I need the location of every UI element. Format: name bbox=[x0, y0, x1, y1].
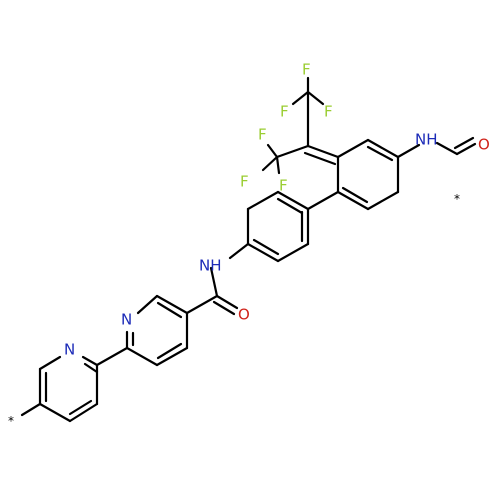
amide-nh-label: NH bbox=[199, 257, 222, 275]
fluorine-atom-label: F bbox=[279, 177, 288, 195]
fluorine-atom-label: F bbox=[258, 126, 267, 144]
pyridine-nitrogen-label: N bbox=[64, 341, 75, 359]
bond-skeleton bbox=[20, 76, 477, 423]
fluorine-atom-label: F bbox=[324, 103, 333, 121]
attachment-point-label: * bbox=[8, 414, 14, 428]
pyridine-nitrogen-label: N bbox=[121, 311, 132, 329]
fluorine-atom-label: F bbox=[280, 103, 289, 121]
attachment-point-label: * bbox=[454, 192, 460, 206]
oxygen-atom-label: O bbox=[478, 136, 490, 154]
amide-nh-label: NH bbox=[415, 131, 438, 149]
fluorine-atom-label: F bbox=[302, 61, 311, 79]
fluorine-atom-label: F bbox=[240, 173, 249, 191]
atom-labels: F F F F F F NH O NH O N N * * bbox=[8, 61, 490, 429]
oxygen-atom-label: O bbox=[238, 306, 250, 324]
